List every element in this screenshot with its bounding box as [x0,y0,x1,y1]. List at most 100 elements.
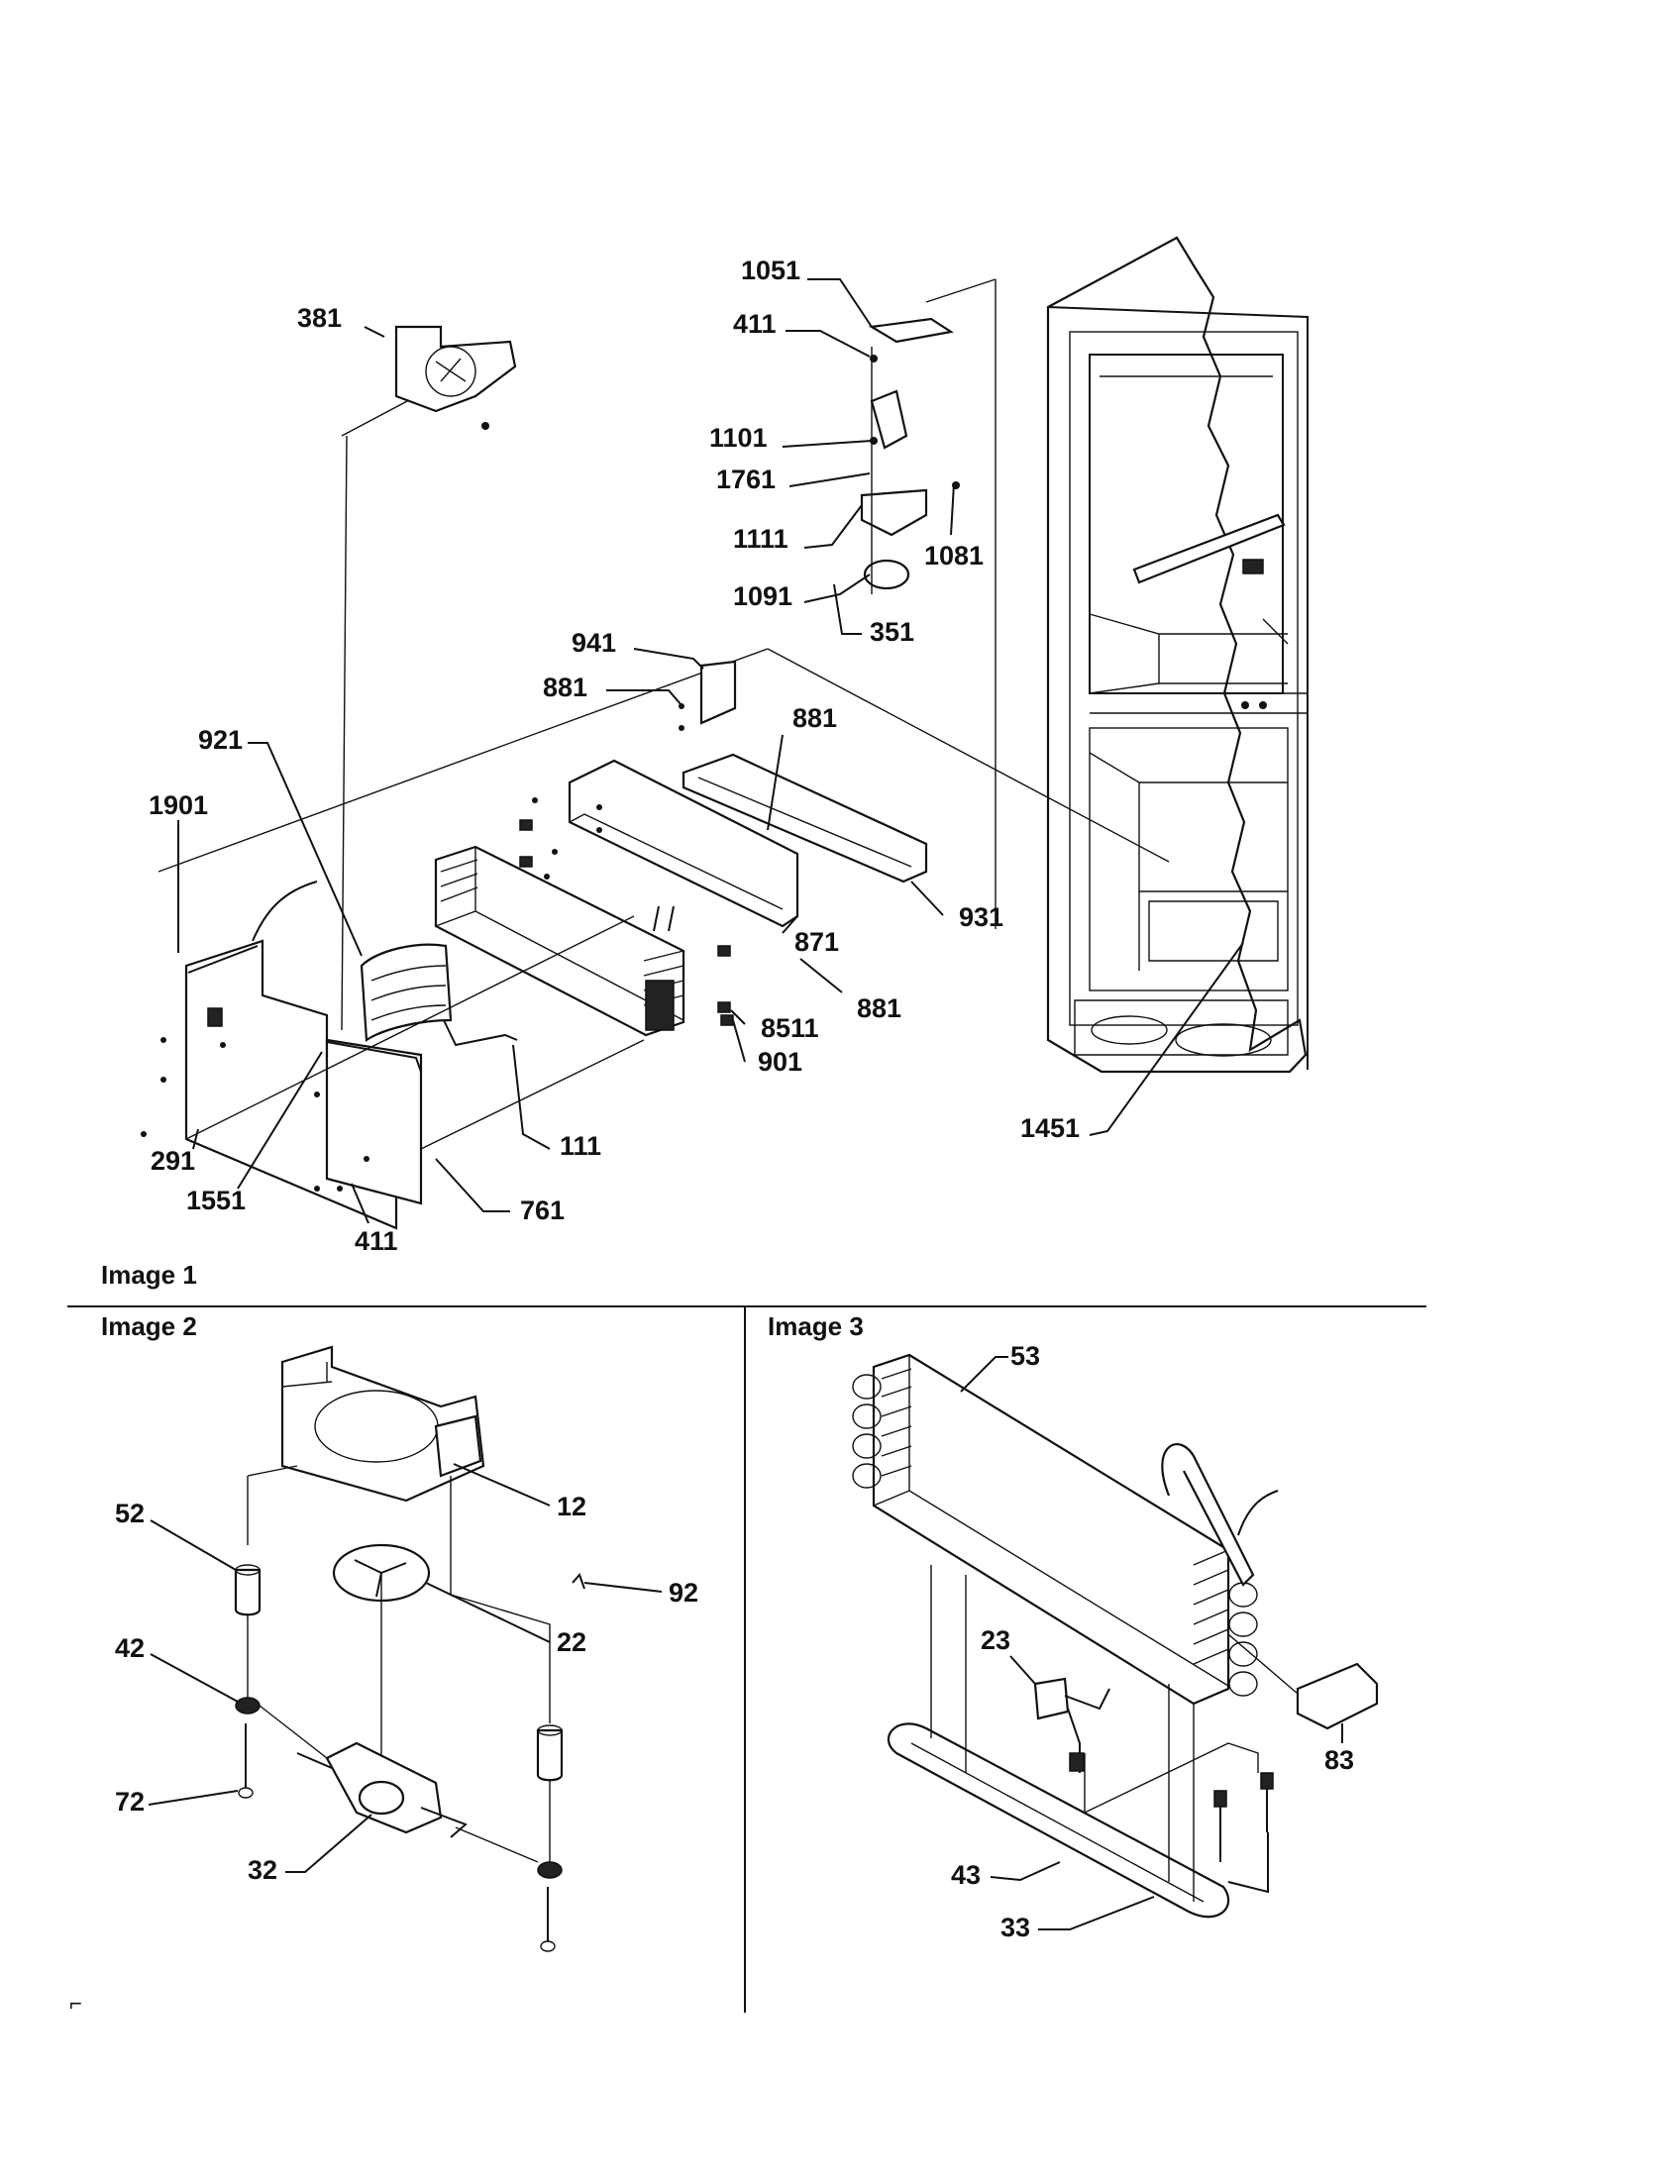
callout-leader [150,1519,237,1571]
callout-leader [788,472,871,487]
callout-label-1051: 1051 [741,256,800,285]
connector-23 [1033,1677,1110,1773]
callout-label-1091: 1091 [733,581,792,611]
callout-label-22: 22 [557,1627,586,1657]
callout-leader [453,1463,551,1507]
callout-label-411: 411 [355,1226,398,1256]
spacer-52 [234,1568,262,1616]
callout-leader [150,1653,239,1703]
fan-motor-32 [296,1741,468,1838]
callout-leader [799,958,843,993]
fan-shroud-12 [280,1345,485,1503]
callout-label-52: 52 [115,1499,145,1528]
callout-leader [803,573,871,603]
callout-leader [732,1019,746,1063]
grommet-42 [235,1697,261,1715]
callout-leader [786,330,871,358]
callout-leader [1009,1655,1036,1685]
callout-label-901: 901 [758,1047,802,1077]
cabinet-liner [1046,236,1309,1074]
callout-label-53: 53 [1010,1341,1040,1371]
callout-leader [583,1582,663,1593]
callout-label-351: 351 [870,617,914,647]
callout-label-1551: 1551 [186,1186,246,1215]
callout-label-23: 23 [981,1625,1010,1655]
callout-label-72: 72 [115,1787,145,1817]
callout-label-12: 12 [557,1492,586,1521]
fan-bracket [394,325,517,430]
panel-title-image2: Image 2 [101,1311,197,1341]
callout-leader [803,504,863,549]
callout-leader [767,734,784,831]
callout-leader [148,1790,239,1806]
callout-label-1451: 1451 [1020,1113,1080,1143]
duct-housing [568,759,799,928]
callout-leader [425,1582,551,1643]
callout-label-411: 411 [733,309,777,339]
callout-leader [910,881,944,916]
callout-leader [606,689,682,706]
panel-title-image1: Image 1 [101,1260,197,1290]
callout-label-42: 42 [115,1633,145,1663]
callout-label-881: 881 [543,673,587,702]
evaporator-coil [434,845,685,1037]
callout-leader [1038,1896,1155,1930]
callout-label-931: 931 [959,902,1003,932]
corner-mark: ⌐ [69,1991,82,2016]
callout-label-1101: 1101 [709,423,768,453]
callout-label-1081: 1081 [924,541,984,571]
callout-label-941: 941 [572,628,616,658]
panel-title-image3: Image 3 [768,1311,864,1341]
callout-leader [950,482,955,536]
fasteners [519,797,734,1026]
guide-line [450,1594,551,1723]
callout-leader [364,326,385,338]
callout-label-291: 291 [151,1146,195,1176]
callout-label-43: 43 [951,1860,981,1890]
frame-941 [699,660,737,725]
callout-leader [960,1356,1008,1393]
callout-leader [807,278,873,328]
callout-label-8511: 8511 [761,1013,819,1043]
cover-panel-1551 [325,1038,423,1205]
callout-leader [512,1044,551,1150]
damper-assembly [860,317,960,594]
guide-line [420,1039,645,1150]
callout-label-881: 881 [857,993,901,1023]
callout-leader [285,1814,372,1873]
callout-leader [248,742,363,957]
callout-leader [833,583,862,635]
callout-label-871: 871 [794,927,839,957]
guide-line [925,278,997,303]
callout-leader [1089,942,1244,1136]
callout-leader [351,1183,369,1224]
callout-label-111: 111 [560,1131,601,1161]
callout-label-83: 83 [1324,1745,1354,1775]
guide-line [158,648,769,873]
callout-label-921: 921 [198,725,243,755]
callout-leader [730,1009,746,1025]
callout-label-761: 761 [520,1196,565,1225]
defrost-heater-43 [887,1722,1274,1919]
callout-label-32: 32 [248,1855,277,1885]
evaporator-53 [852,1353,1258,1706]
guide-line [185,915,635,1140]
callout-leader [782,440,873,448]
callout-leader [782,915,798,934]
clip-92 [572,1573,585,1590]
callout-label-1111: 1111 [733,524,788,554]
heater-921 [360,943,518,1047]
callout-labels: 381 1051 411 1101 1761 1111 1081 1091 351 941 881 8… [115,256,1354,1942]
callout-label-33: 33 [1000,1913,1030,1942]
tube-loop [1161,1443,1255,1587]
callout-label-92: 92 [669,1578,698,1608]
grommet-right [537,1861,563,1879]
callout-label-381: 381 [297,303,342,333]
thermostat-83 [1296,1662,1379,1730]
guide-line [767,648,1170,863]
callout-leader [633,648,704,670]
callout-label-1761: 1761 [716,465,776,494]
spacer-right [536,1728,564,1782]
